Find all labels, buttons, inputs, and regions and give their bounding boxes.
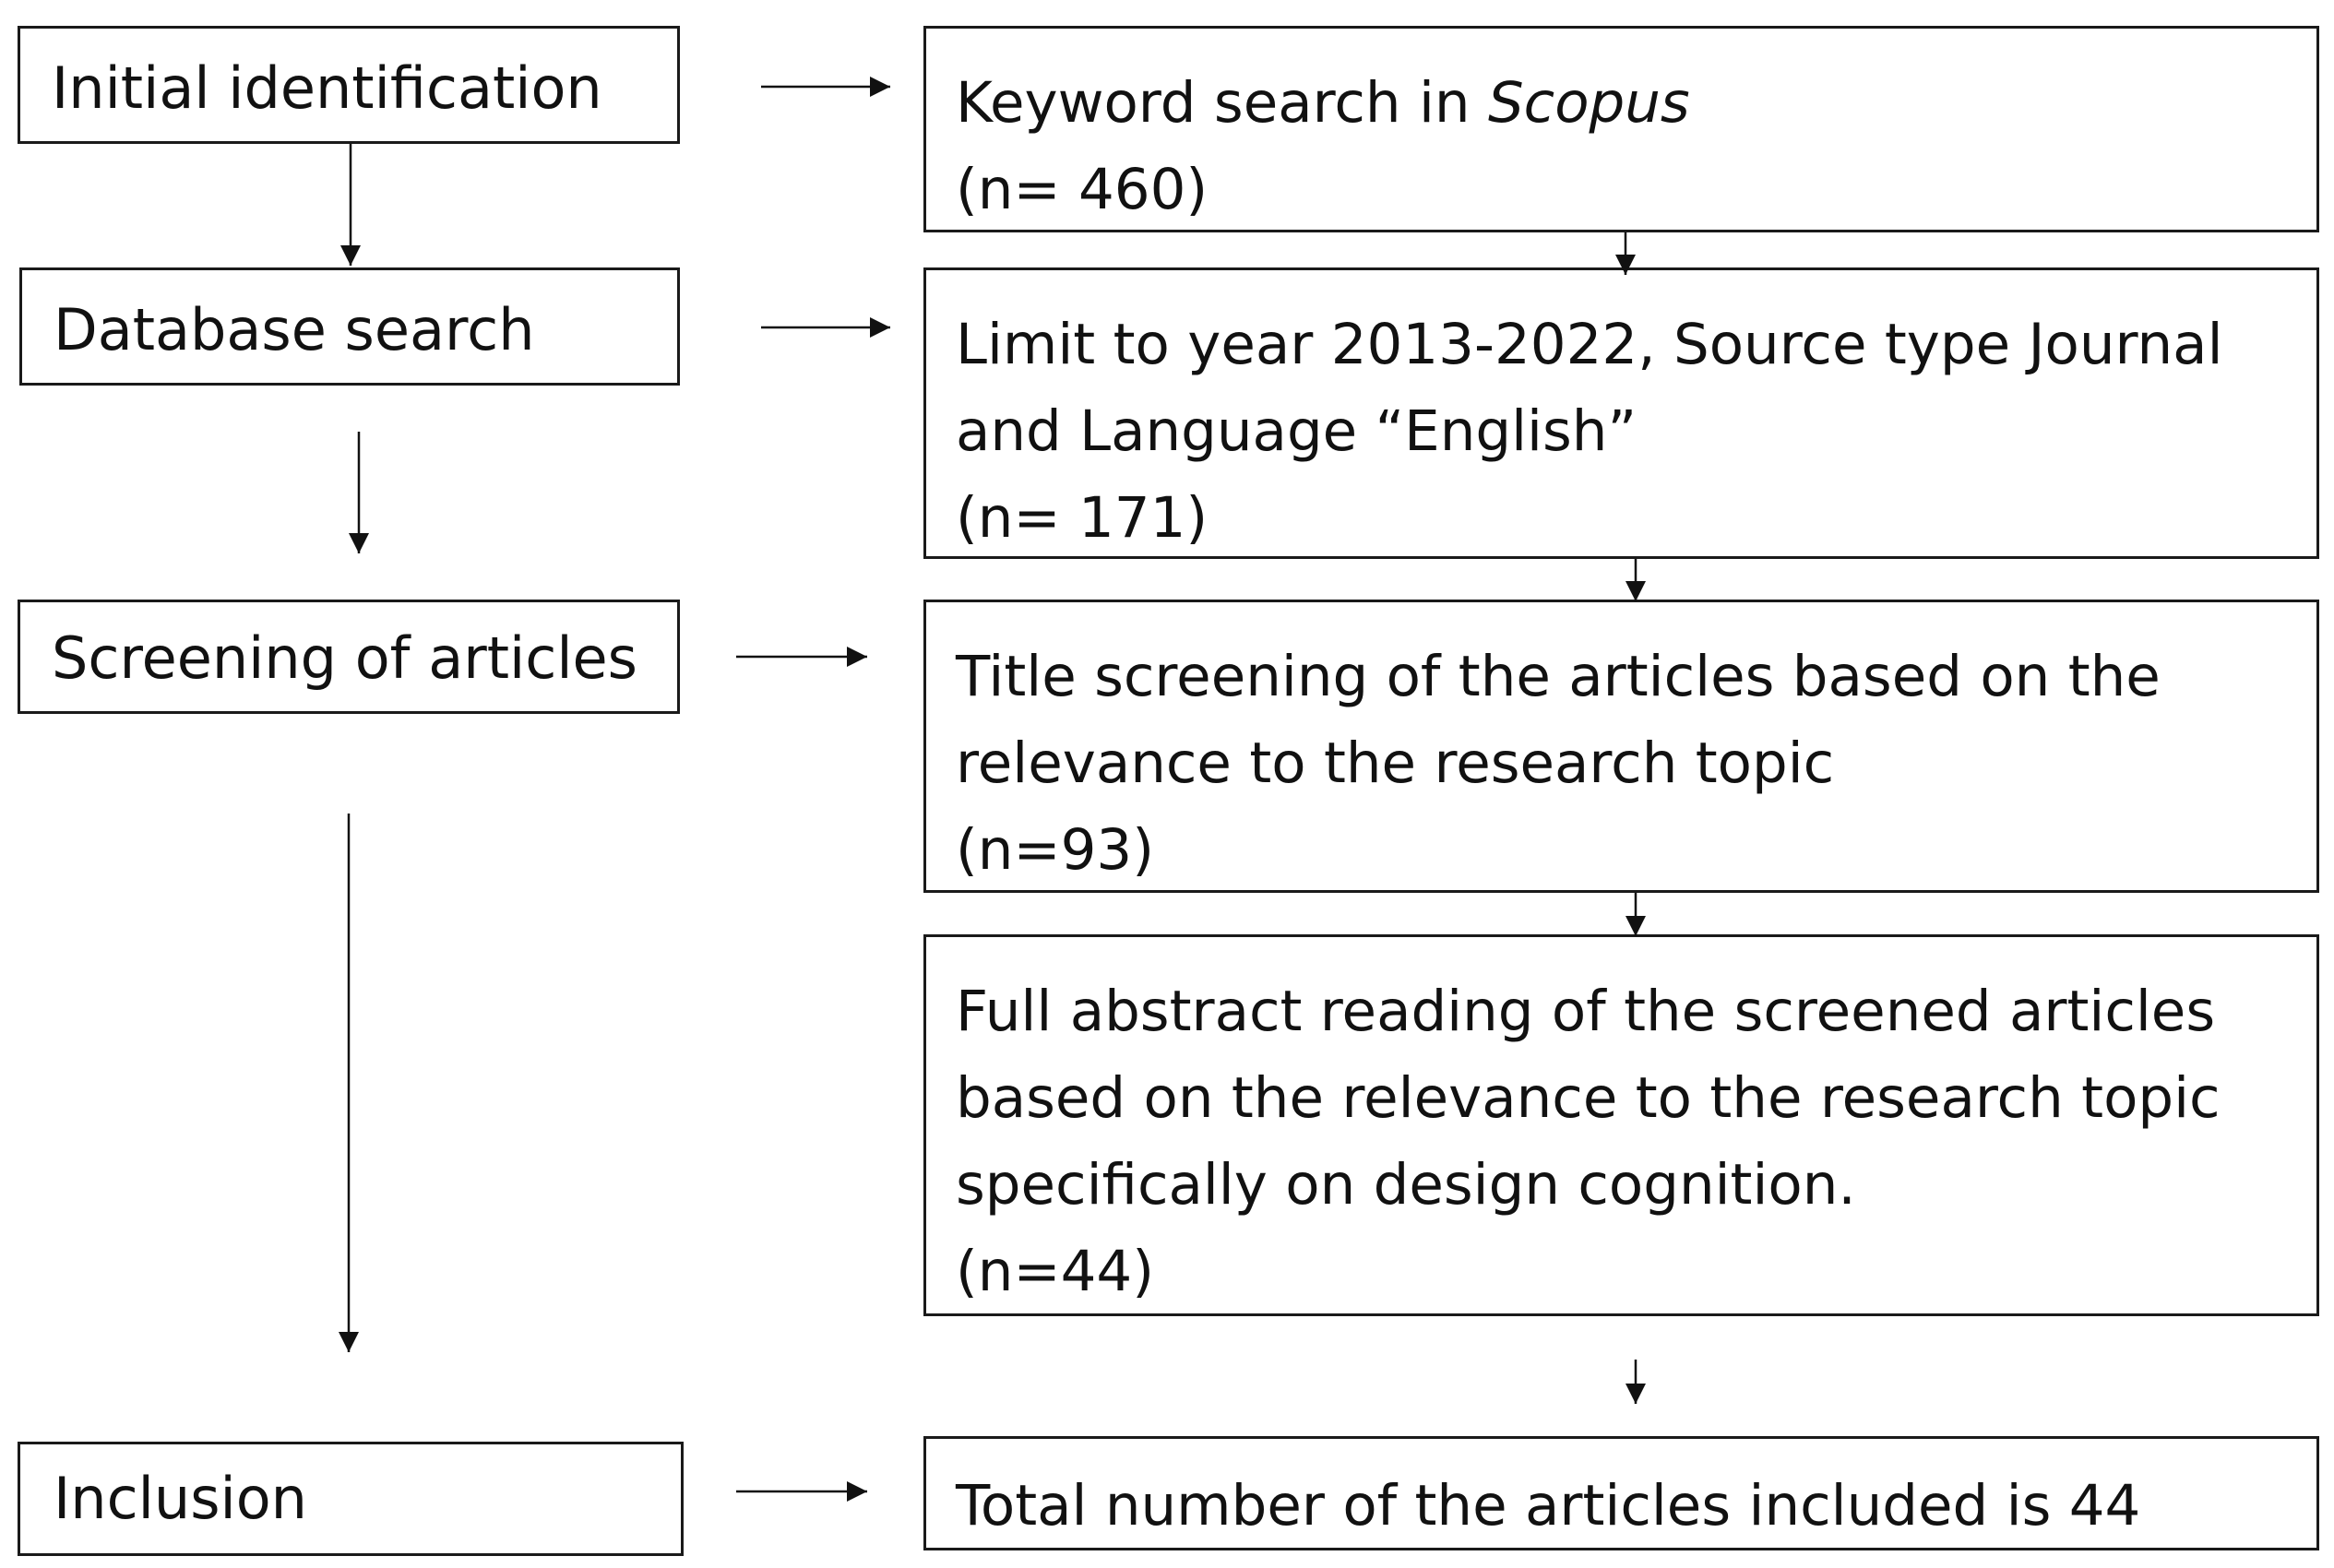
step-abstract-reading: Full abstract reading of the screened ar… bbox=[923, 934, 2319, 1316]
keyword-source: Scopus bbox=[1487, 70, 1690, 136]
step-count: (n= 460) bbox=[956, 157, 1209, 222]
stage-screening-of-articles: Screening of articles bbox=[18, 600, 680, 714]
step-text: Limit to year 2013-2022, Source type Jou… bbox=[956, 302, 2298, 562]
stage-label: Screening of articles bbox=[52, 624, 637, 692]
step-count: (n= 171) bbox=[956, 485, 1209, 551]
step-text: Total number of the articles included is… bbox=[956, 1463, 2298, 1550]
step-line: based on the relevance to the research t… bbox=[956, 1065, 2221, 1131]
step-text: Keyword search in Scopus (n= 460) bbox=[956, 60, 2298, 233]
step-count: (n=93) bbox=[956, 817, 1154, 883]
stage-inclusion: Inclusion bbox=[18, 1442, 684, 1556]
stage-initial-identification: Initial identification bbox=[18, 26, 680, 144]
step-count: (n=44) bbox=[956, 1239, 1154, 1304]
stage-database-search: Database search bbox=[19, 267, 680, 386]
step-title-screening: Title screening of the articles based on… bbox=[923, 600, 2319, 893]
stage-label: Initial identification bbox=[52, 54, 602, 122]
step-line: Title screening of the articles based on… bbox=[956, 644, 2161, 709]
step-text: Full abstract reading of the screened ar… bbox=[956, 968, 2298, 1315]
step-line: relevance to the research topic bbox=[956, 731, 1835, 796]
step-line: Limit to year 2013-2022, Source type Jou… bbox=[956, 312, 2223, 377]
step-limit-filters: Limit to year 2013-2022, Source type Jou… bbox=[923, 267, 2319, 559]
stage-label: Inclusion bbox=[54, 1465, 307, 1532]
step-keyword-search: Keyword search in Scopus (n= 460) bbox=[923, 26, 2319, 232]
step-total-included: Total number of the articles included is… bbox=[923, 1436, 2319, 1550]
step-text: Title screening of the articles based on… bbox=[956, 634, 2298, 894]
step-line: Full abstract reading of the screened ar… bbox=[956, 979, 2216, 1044]
step-line: and Language “English” bbox=[956, 398, 1637, 464]
stage-label: Database search bbox=[54, 296, 535, 363]
step-line: Total number of the articles included is… bbox=[956, 1473, 2141, 1538]
step-line: specifically on design cognition. bbox=[956, 1152, 1856, 1218]
keyword-prefix: Keyword search in bbox=[956, 70, 1488, 136]
